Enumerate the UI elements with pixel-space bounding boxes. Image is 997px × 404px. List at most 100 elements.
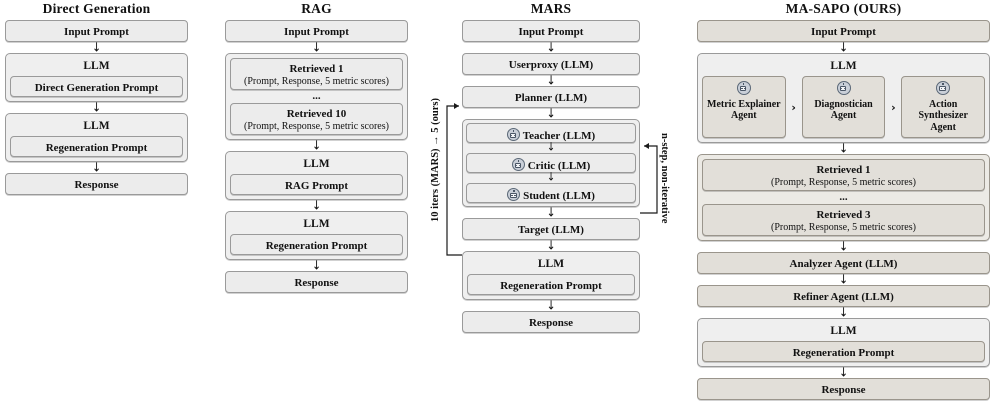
column-mars: MARS Input Prompt ↓ Userproxy (LLM) ↓ Pl… [462, 0, 640, 333]
retrieved-meta: (Prompt, Response, 5 metric scores) [771, 177, 916, 188]
node-retrieved-1: Retrieved 1 (Prompt, Response, 5 metric … [230, 58, 403, 90]
flow-arrow-icon: ↓ [311, 138, 322, 153]
retrieved-meta: (Prompt, Response, 5 metric scores) [244, 76, 389, 87]
node-llm-label: LLM [303, 158, 330, 170]
retrieved-title: Retrieved 10 [286, 108, 347, 120]
node-retrieval-group: Retrieved 1 (Prompt, Response, 5 metric … [697, 154, 990, 241]
retrieved-title: Retrieved 1 [289, 63, 344, 75]
flow-arrow-icon: ↓ [838, 365, 849, 380]
node-input-prompt: Input Prompt [462, 20, 640, 42]
retrieved-meta: (Prompt, Response, 5 metric scores) [771, 222, 916, 233]
flow-arrow-icon: ↓ [91, 40, 102, 55]
agent-diagnostician: Diagnostician Agent [801, 76, 886, 138]
node-retrieved-1: Retrieved 1 (Prompt, Response, 5 metric … [702, 159, 985, 191]
node-llm-regeneration: LLM Regeneration Prompt [225, 211, 408, 260]
robot-icon [511, 158, 525, 171]
robot-icon [506, 128, 520, 141]
flow-arrow-icon: ↓ [546, 141, 556, 154]
robot-icon [904, 81, 982, 97]
node-input-prompt: Input Prompt [697, 20, 990, 42]
flow-arrow-icon: ↓ [546, 298, 556, 313]
node-regeneration-prompt: Regeneration Prompt [10, 136, 183, 157]
column-title-mars: MARS [530, 1, 572, 16]
node-regeneration-prompt: Regeneration Prompt [467, 274, 635, 295]
flow-arrow-icon: ↓ [838, 272, 849, 287]
column-title-direct-generation: Direct Generation [42, 1, 151, 16]
node-regeneration-prompt: Regeneration Prompt [702, 341, 985, 362]
flow-arrow-icon: ↓ [546, 106, 556, 121]
node-llm-label: LLM [303, 218, 330, 230]
node-llm-label: LLM [830, 325, 857, 337]
node-target: Target (LLM) [462, 218, 640, 240]
node-refiner-agent: Refiner Agent (LLM) [697, 285, 990, 307]
node-direct-generation-prompt: Direct Generation Prompt [10, 76, 183, 97]
node-input-prompt: Input Prompt [225, 20, 408, 42]
node-llm-label: LLM [830, 60, 857, 72]
retrieved-title: Retrieved 3 [816, 209, 871, 221]
agent-label-line1: Diagnostician [814, 98, 873, 110]
agent-label-line1: Action Synthesizer [918, 98, 968, 122]
agent-label-line2: Agent [731, 110, 757, 121]
node-response: Response [462, 311, 640, 333]
mars-loop-label-right: n-step, non-iterative [659, 133, 670, 224]
flow-arrow-icon: ↓ [546, 73, 556, 88]
flow-arrow-icon: ↓ [838, 305, 849, 320]
column-title-rag: RAG [301, 1, 332, 16]
node-regeneration-prompt: Regeneration Prompt [230, 234, 403, 255]
node-planner: Planner (LLM) [462, 86, 640, 108]
agent-metric-explainer: Metric Explainer Agent [702, 76, 786, 138]
node-critic: Critic (LLM) [466, 153, 636, 173]
node-teacher-label: Teacher (LLM) [522, 130, 596, 142]
flow-arrow-icon: ↓ [546, 171, 556, 184]
flow-arrow-icon: ↓ [311, 40, 322, 55]
node-retrieved-3: Retrieved 3 (Prompt, Response, 5 metric … [702, 204, 985, 236]
node-student-label: Student (LLM) [523, 190, 595, 202]
retrieved-meta: (Prompt, Response, 5 metric scores) [244, 121, 389, 132]
retrieved-title: Retrieved 1 [816, 164, 871, 176]
node-llm-label: LLM [83, 120, 110, 132]
flow-arrow-icon: ↓ [838, 40, 849, 55]
agent-label-line2: Agent [930, 121, 956, 133]
node-retrieval-group: Retrieved 1 (Prompt, Response, 5 metric … [225, 53, 408, 140]
node-response: Response [697, 378, 990, 400]
column-direct-generation: Direct Generation Input Prompt ↓ LLM Dir… [5, 0, 188, 195]
agent-row: Metric Explainer Agent › Diagnostician A… [702, 76, 986, 138]
flow-arrow-icon: ↓ [838, 239, 849, 254]
agent-action-synthesizer: Action Synthesizer Agent [901, 76, 986, 138]
flow-arrow-icon: ↓ [838, 141, 849, 156]
node-retrieved-10: Retrieved 10 (Prompt, Response, 5 metric… [230, 103, 403, 135]
mars-loop-label-left: 10 iters (MARS) → 5 (ours) [430, 98, 441, 222]
retrieval-ellipsis: ... [839, 191, 848, 203]
node-response: Response [225, 271, 408, 293]
flow-arrow-icon: ↓ [546, 40, 556, 55]
flow-arrow-icon: ↓ [91, 100, 102, 115]
flow-arrow-icon: ↓ [546, 238, 556, 253]
node-response: Response [5, 173, 188, 195]
flow-arrow-icon: ↓ [546, 205, 556, 220]
node-llm-rag: LLM RAG Prompt [225, 151, 408, 200]
agent-flow-arrow-icon: › [891, 100, 896, 114]
node-llm-direct-generation: LLM Direct Generation Prompt [5, 53, 188, 102]
robot-icon [705, 81, 783, 97]
node-input-prompt: Input Prompt [5, 20, 188, 42]
node-userproxy: Userproxy (LLM) [462, 53, 640, 75]
flow-arrow-icon: ↓ [311, 258, 322, 273]
column-rag: RAG Input Prompt ↓ Retrieved 1 (Prompt, … [225, 0, 408, 293]
node-llm-regeneration: LLM Regeneration Prompt [462, 251, 640, 300]
node-analyzer-agent: Analyzer Agent (LLM) [697, 252, 990, 274]
flow-arrow-icon: ↓ [91, 160, 102, 175]
node-llm-label: LLM [83, 60, 110, 72]
agent-label-line1: Metric Explainer [707, 98, 781, 110]
node-critic-label: Critic (LLM) [527, 160, 591, 172]
agent-flow-arrow-icon: › [791, 100, 796, 114]
column-ma-sapo: MA-SAPO (OURS) Input Prompt ↓ LLM Metric… [697, 0, 990, 400]
flow-arrow-icon: ↓ [311, 198, 322, 213]
robot-icon [507, 188, 521, 201]
node-llm-agent-group: LLM Metric Explainer Agent › Diagnostici… [697, 53, 990, 143]
node-llm-regeneration: LLM Regeneration Prompt [697, 318, 990, 367]
node-agent-stack: Teacher (LLM) ↓ Critic (LLM) ↓ Student (… [462, 119, 640, 207]
retrieval-ellipsis: ... [312, 90, 321, 102]
node-rag-prompt: RAG Prompt [230, 174, 403, 195]
node-teacher: Teacher (LLM) [466, 123, 636, 143]
column-title-ma-sapo: MA-SAPO (OURS) [785, 1, 902, 16]
